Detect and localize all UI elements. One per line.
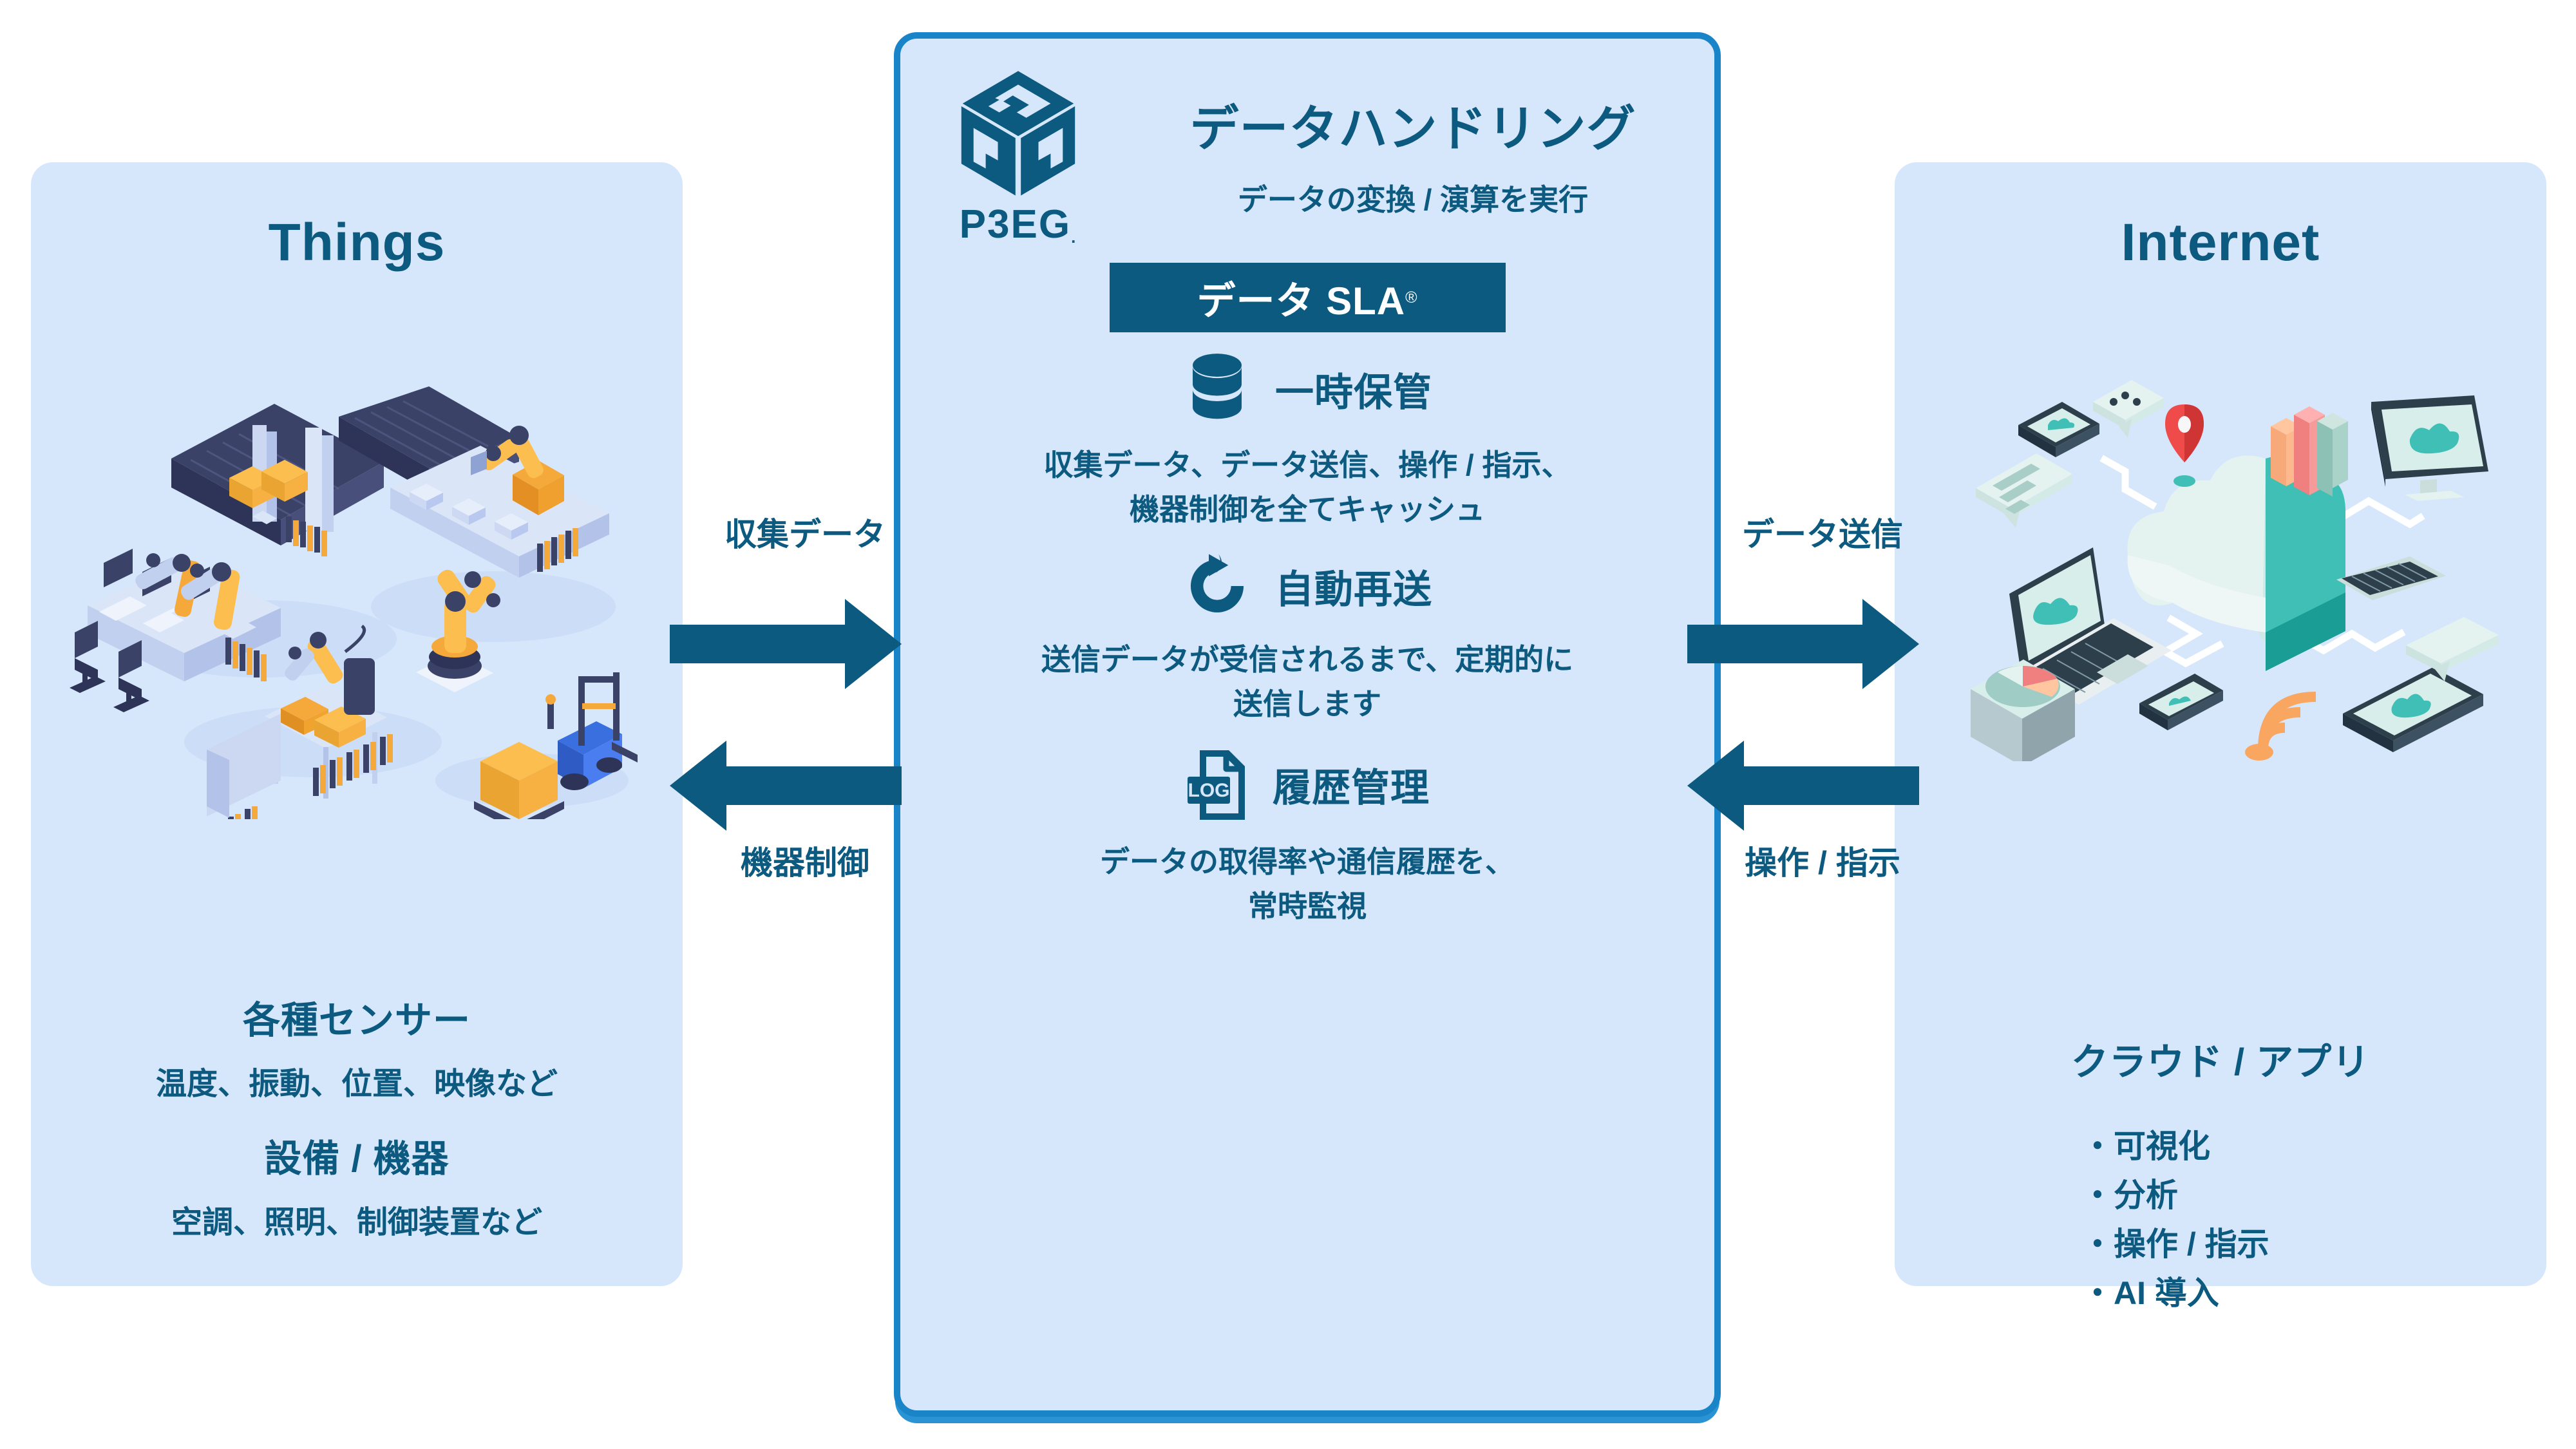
sensors-heading: 各種センサー [242, 999, 471, 1041]
feature-desc-line: 収集データ、データ送信、操作 / 指示、 [1043, 448, 1571, 482]
cloud-computing-isometric-illustration [1971, 380, 2499, 761]
data-handling-panel: P3EG. データハンドリング データの変換 / 演算を実行 データ SLA® [894, 32, 1721, 1417]
list-item: ・操作 / 指示 [2081, 1226, 2269, 1262]
arrow-label-data-transmission: データ送信 [1742, 516, 1903, 553]
list-item: ・可視化 [2081, 1128, 2210, 1164]
data-sla-badge-reg: ® [1405, 288, 1418, 307]
arrow-center-to-things [670, 741, 902, 831]
feature-description: 送信データが受信されるまで、定期的に 送信します [900, 638, 1714, 726]
p3eg-cube-logo-icon [961, 71, 1075, 196]
center-panel-title: データハンドリング [1189, 102, 1636, 156]
center-panel-heading-group: データハンドリング データの変換 / 演算を実行 [1112, 66, 1714, 219]
log-document-icon: LOG [1188, 750, 1245, 820]
svg-text:LOG: LOG [1188, 780, 1230, 801]
feature-desc-line: データの取得率や通信履歴を、 [1100, 845, 1515, 878]
things-panel: Things [31, 162, 683, 1286]
equipment-heading: 設備 / 機器 [264, 1138, 450, 1180]
feature-temporary-storage: 一時保管 収集データ、データ送信、操作 / 指示、 機器制御を全てキャッシュ [900, 352, 1714, 532]
refresh-retry-icon [1190, 554, 1244, 613]
feature-description: データの取得率や通信履歴を、 常時監視 [900, 840, 1714, 929]
things-equipment-block: 設備 / 機器 空調、照明、制御装置など [31, 1128, 683, 1242]
feature-desc-line: 機器制御を全てキャッシュ [1130, 493, 1485, 526]
arrow-internet-to-center [1687, 741, 1919, 831]
data-sla-badge-label: データ SLA [1197, 279, 1406, 323]
feature-description: 収集データ、データ送信、操作 / 指示、 機器制御を全てキャッシュ [900, 443, 1714, 532]
center-panel-subtitle: データの変換 / 演算を実行 [1237, 183, 1589, 216]
list-item: ・AI 導入 [2081, 1275, 2219, 1311]
equipment-detail: 空調、照明、制御装置など [171, 1206, 542, 1240]
arrow-center-to-internet [1687, 599, 1919, 689]
feature-desc-line: 送信します [1233, 687, 1381, 721]
feature-title: 履歴管理 [1273, 766, 1430, 810]
list-item: ・分析 [2081, 1177, 2178, 1213]
factory-robots-isometric-illustration [70, 386, 638, 819]
sensors-detail: 温度、振動、位置、映像など [155, 1067, 558, 1101]
internet-subtitle: クラウド / アプリ [2070, 1041, 2371, 1083]
things-sensors-block: 各種センサー 温度、振動、位置、映像など [31, 990, 683, 1103]
arrow-label-operation-instruction: 操作 / 指示 [1745, 845, 1900, 881]
arrow-label-collected-data: 収集データ [724, 516, 886, 553]
p3eg-logo-text: P3EG. [959, 202, 1077, 247]
internet-panel-title: Internet [2121, 213, 2320, 272]
internet-panel: Internet [1895, 162, 2546, 1311]
feature-history-management: LOG 履歴管理 データの取得率や通信履歴を、 常時監視 [900, 746, 1714, 929]
database-icon [1193, 354, 1242, 419]
feature-desc-line: 送信データが受信されるまで、定期的に [1041, 643, 1574, 676]
data-sla-badge: データ SLA® [1109, 263, 1506, 332]
feature-auto-resend: 自動再送 送信データが受信されるまで、定期的に 送信します [900, 551, 1714, 726]
things-panel-title: Things [268, 213, 446, 272]
feature-title: 一時保管 [1275, 370, 1432, 414]
p3eg-logo: P3EG. [925, 66, 1112, 247]
center-panel-header: P3EG. データハンドリング データの変換 / 演算を実行 [900, 39, 1714, 247]
feature-title: 自動再送 [1275, 567, 1432, 611]
arrow-things-to-center [670, 599, 902, 689]
arrow-label-device-control: 機器制御 [741, 845, 869, 881]
internet-bullet-list: ・可視化 ・分析 ・操作 / 指示 ・AI 導入 [2081, 1122, 2269, 1318]
feature-desc-line: 常時監視 [1248, 889, 1367, 923]
